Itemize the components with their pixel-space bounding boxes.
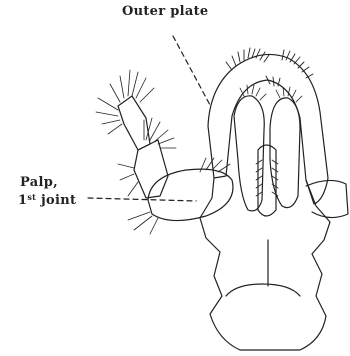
outer-plate-leader-line bbox=[173, 36, 210, 105]
maxilla-base bbox=[200, 178, 330, 350]
outer-plate bbox=[208, 54, 328, 204]
palp-leader-line bbox=[88, 198, 196, 201]
inner-plate-centre bbox=[258, 145, 276, 216]
maxilla-base-inner bbox=[226, 284, 300, 296]
palp-setae bbox=[96, 70, 230, 234]
palp-terminal-joint bbox=[118, 96, 150, 150]
inner-lobe-right bbox=[270, 98, 300, 208]
